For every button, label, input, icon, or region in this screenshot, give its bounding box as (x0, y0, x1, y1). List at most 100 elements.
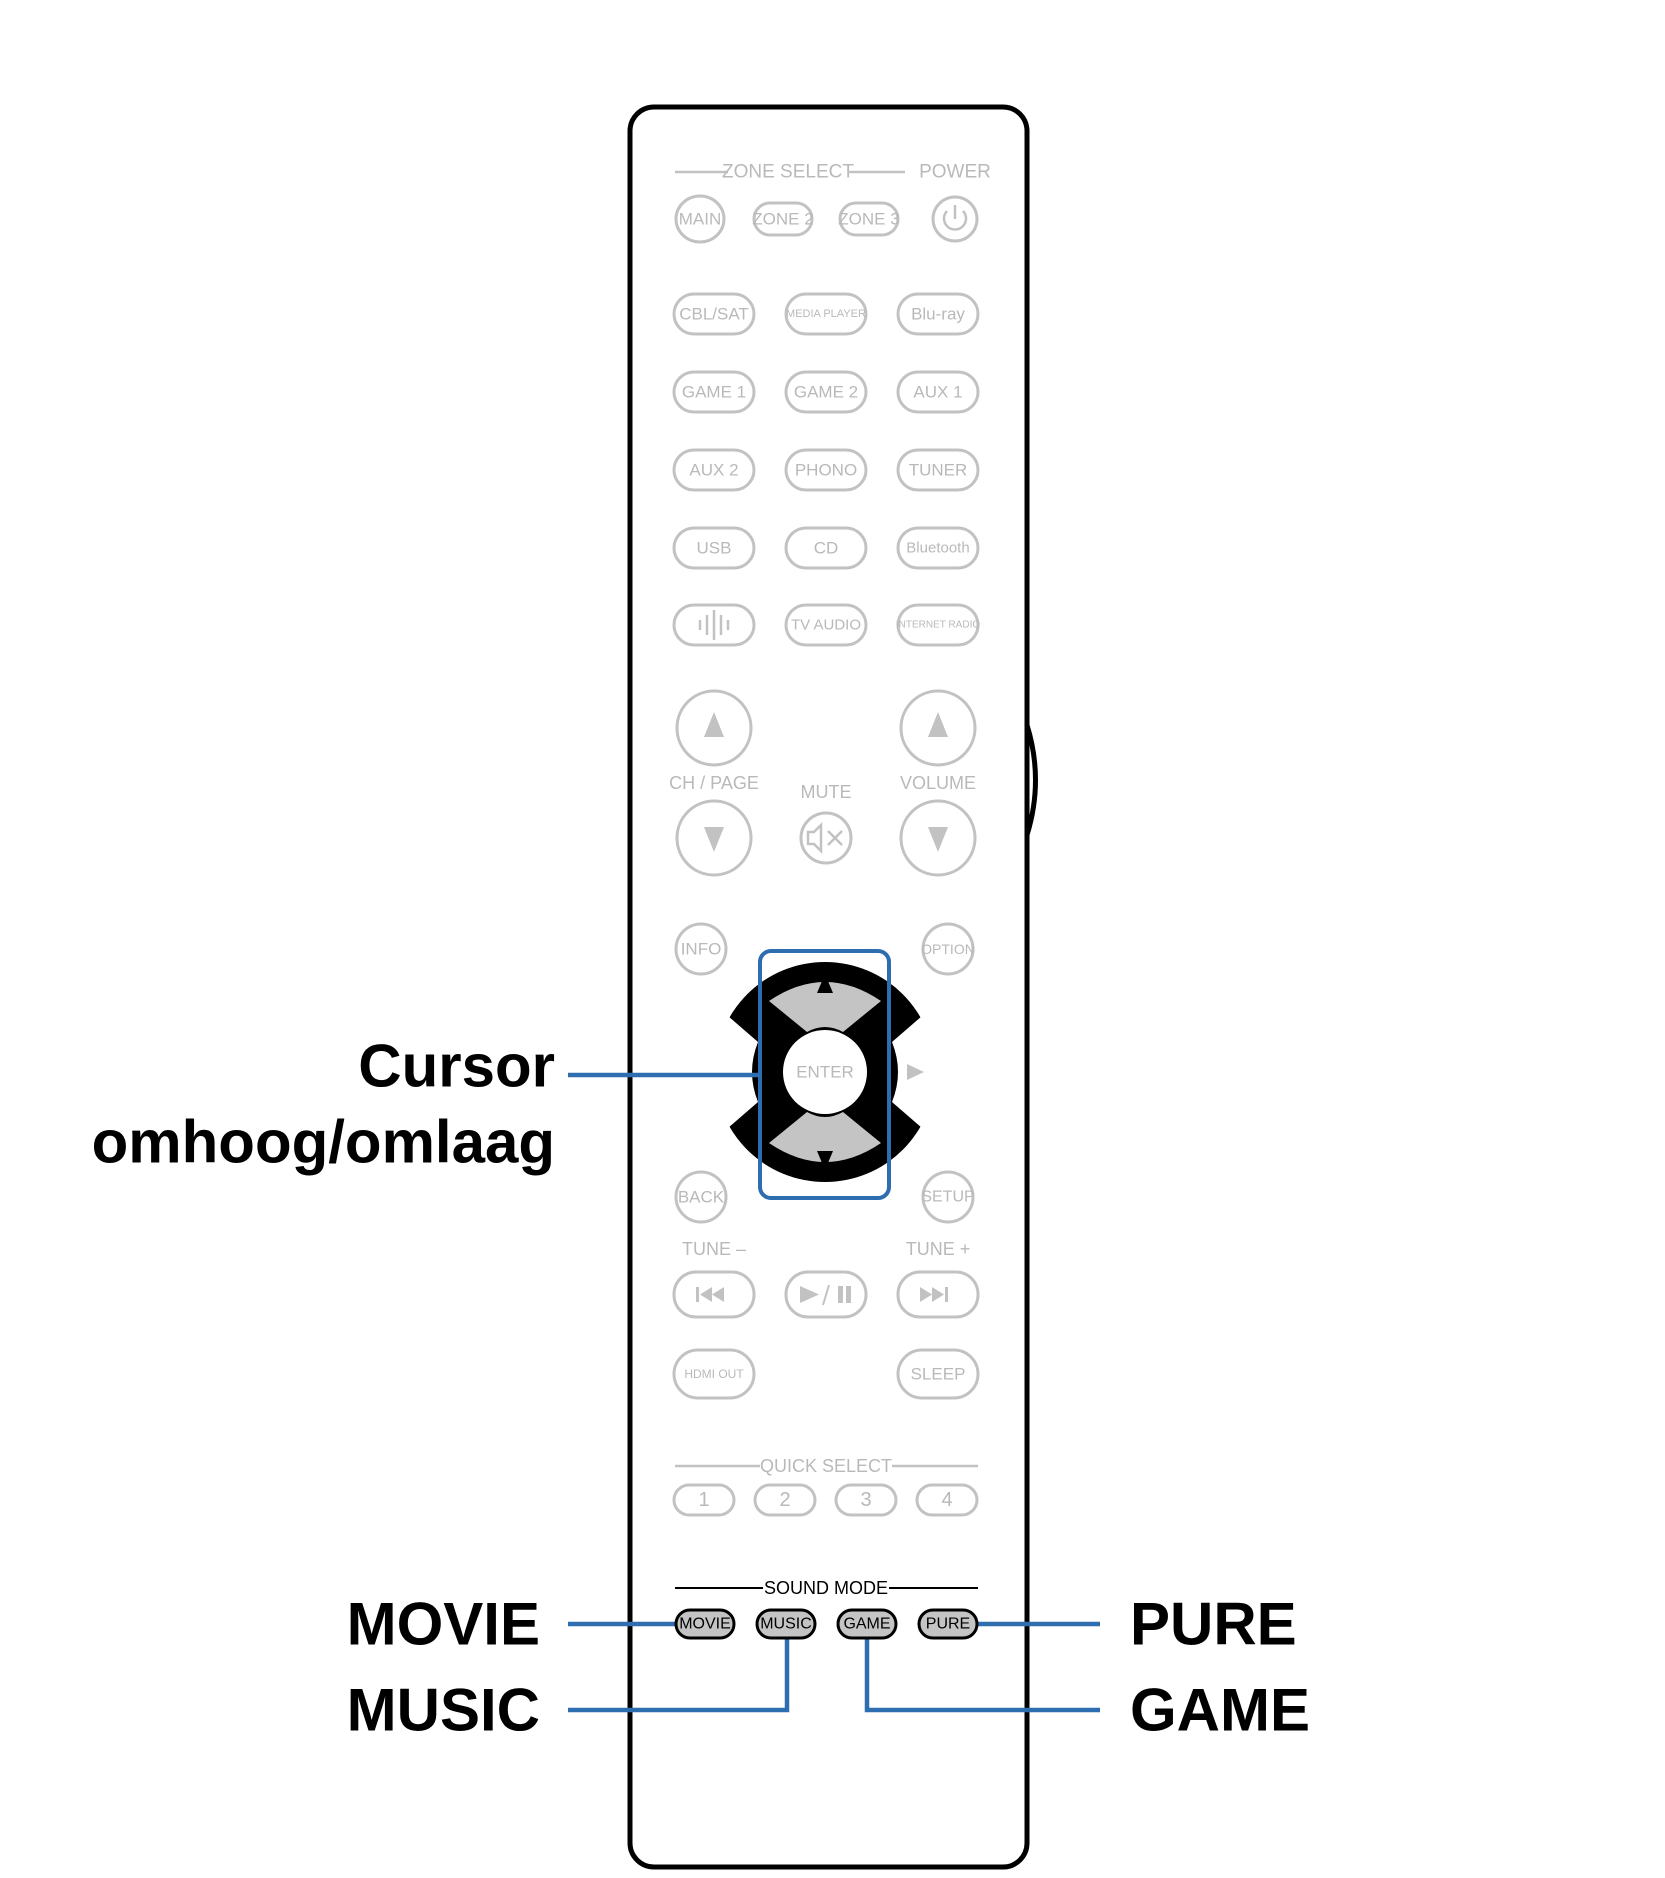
input-button-internet-radio[interactable]: INTERNET RADIO (896, 603, 980, 647)
input-label-game-2: GAME 2 (794, 383, 858, 402)
input-button-game-1[interactable]: GAME 1 (672, 370, 756, 414)
zone-3-button[interactable]: ZONE 3 (838, 201, 900, 237)
input-button-blu-ray[interactable]: Blu-ray (896, 292, 980, 336)
game-callout-label: GAME (1130, 1677, 1310, 1744)
input-button-aux-1[interactable]: AUX 1 (896, 370, 980, 414)
arrow-up-icon (704, 712, 724, 737)
input-button-tuner[interactable]: TUNER (896, 448, 980, 492)
hdmi-out-label: HDMI OUT (684, 1367, 744, 1381)
quick-select-label-1: 1 (698, 1489, 709, 1511)
zone-2-button[interactable]: ZONE 2 (752, 201, 814, 237)
input-button-cd[interactable]: CD (784, 526, 868, 570)
sound-mode-movie-label: MOVIE (679, 1616, 731, 1633)
enter-label: ENTER (796, 1063, 854, 1082)
cursor-right-button[interactable] (892, 1016, 936, 1128)
quick-select-label-3: 3 (860, 1489, 871, 1511)
zone-main-button[interactable]: MAIN (674, 194, 726, 244)
zone-select-label: ZONE SELECT (722, 162, 854, 183)
back-label: BACK (678, 1188, 725, 1207)
quick-select-button-3[interactable]: 3 (834, 1483, 898, 1517)
ch-page-up-button[interactable] (675, 689, 753, 767)
input-button-game-2[interactable]: GAME 2 (784, 370, 868, 414)
power-icon (942, 205, 968, 231)
input-button-media-player[interactable]: MEDIA PLAYER (784, 292, 868, 336)
sound-mode-pure-label: PURE (926, 1616, 970, 1633)
input-label-phono: PHONO (795, 461, 857, 480)
input-button-bluetooth[interactable]: Bluetooth (896, 526, 980, 570)
game-callout-line (864, 1636, 1100, 1713)
sound-mode-music-label: MUSIC (760, 1616, 812, 1633)
input-label-media-player: MEDIA PLAYER (786, 308, 866, 320)
input-button-phono[interactable]: PHONO (784, 448, 868, 492)
input-label-game-1: GAME 1 (682, 383, 746, 402)
sound-mode-label: SOUND MODE (764, 1578, 888, 1598)
input-button-usb[interactable]: USB (672, 526, 756, 570)
zone-2-label: ZONE 2 (752, 210, 813, 229)
input-label-cd: CD (814, 539, 839, 558)
play-pause-button[interactable] (784, 1270, 868, 1319)
ch-page-down-button[interactable] (675, 799, 753, 877)
volume-down-button[interactable] (899, 799, 977, 877)
mute-button[interactable] (799, 811, 853, 865)
quick-select-label-2: 2 (779, 1489, 790, 1511)
quick-select-label-4: 4 (941, 1489, 952, 1511)
sound-mode-game-label: GAME (843, 1616, 890, 1633)
pure-callout-label: PURE (1130, 1591, 1297, 1658)
input-label-tuner: TUNER (909, 461, 968, 480)
info-label: INFO (681, 940, 722, 959)
input-button-heos[interactable] (672, 603, 756, 647)
power-button[interactable] (931, 195, 979, 243)
input-button-cbl-sat[interactable]: CBL/SAT (672, 292, 756, 336)
quick-select-button-1[interactable]: 1 (672, 1483, 736, 1517)
ch-page-label: CH / PAGE (669, 773, 759, 793)
arrow-down-icon (817, 1151, 833, 1170)
input-label-internet-radio: INTERNET RADIO (896, 620, 980, 631)
hdmi-out-button[interactable]: HDMI OUT (672, 1348, 756, 1400)
previous-button[interactable] (672, 1270, 756, 1319)
setup-label: SETUP (921, 1189, 974, 1206)
zone-3-label: ZONE 3 (838, 210, 899, 229)
input-label-bluetooth: Bluetooth (906, 540, 969, 557)
cursor-up-button[interactable] (769, 974, 881, 1032)
movie-callout-label: MOVIE (347, 1591, 540, 1658)
sound-mode-pure-button[interactable]: PURE (917, 1608, 979, 1640)
next-button[interactable] (896, 1270, 980, 1319)
arrow-down-icon (928, 827, 948, 852)
input-label-cbl-sat: CBL/SAT (679, 305, 749, 324)
cursor-down-button[interactable] (769, 1112, 881, 1170)
setup-button[interactable]: SETUP (921, 1170, 975, 1224)
music-callout-line (568, 1636, 790, 1713)
mute-icon (806, 821, 843, 855)
remote-side-bulge (1024, 724, 1038, 836)
back-button[interactable]: BACK (674, 1170, 728, 1224)
sound-mode-movie-button[interactable]: MOVIE (674, 1608, 736, 1640)
quick-select-button-4[interactable]: 4 (915, 1483, 979, 1517)
zone-main-label: MAIN (679, 210, 722, 229)
sound-mode-music-button[interactable]: MUSIC (755, 1608, 817, 1640)
option-label: OPTION (921, 941, 975, 957)
skip-back-icon (696, 1287, 724, 1302)
play-pause-icon (800, 1284, 851, 1306)
heos-icon (698, 610, 730, 640)
tune-plus-label: TUNE + (906, 1239, 971, 1259)
cursor-left-button[interactable] (714, 1016, 758, 1128)
power-label: POWER (919, 162, 991, 183)
sleep-button[interactable]: SLEEP (896, 1348, 980, 1400)
sleep-label: SLEEP (911, 1365, 966, 1384)
enter-button[interactable]: ENTER (783, 1030, 867, 1114)
tune-minus-label: TUNE – (682, 1239, 746, 1259)
info-button[interactable]: INFO (674, 922, 728, 976)
volume-up-button[interactable] (899, 689, 977, 767)
option-button[interactable]: OPTION (921, 922, 975, 976)
quick-select-button-2[interactable]: 2 (753, 1483, 817, 1517)
sound-mode-game-button[interactable]: GAME (836, 1608, 898, 1640)
arrow-up-icon (817, 974, 833, 993)
cursor-pad: ENTER (714, 962, 936, 1182)
input-button-tv-audio[interactable]: TV AUDIO (784, 603, 868, 647)
arrow-right-icon (907, 1064, 924, 1080)
music-callout-label: MUSIC (347, 1677, 540, 1744)
skip-forward-icon (920, 1287, 948, 1302)
input-label-tv-audio: TV AUDIO (791, 617, 861, 634)
input-button-aux-2[interactable]: AUX 2 (672, 448, 756, 492)
